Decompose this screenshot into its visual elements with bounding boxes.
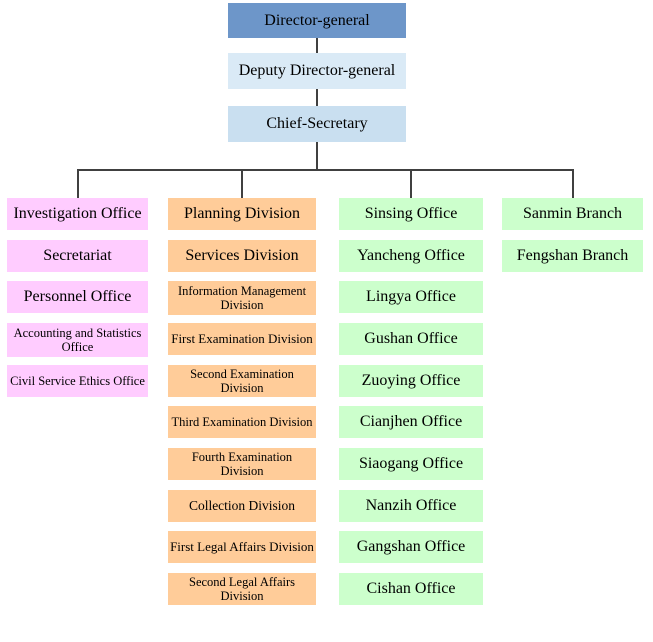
org-box-fengshan-branch: Fengshan Branch [502,240,643,272]
org-box-second-legal-affairs-division: Second Legal Affairs Division [168,573,316,605]
org-box-lingya-office: Lingya Office [339,281,483,313]
org-box-civil-service-ethics-office: Civil Service Ethics Office [7,365,148,397]
org-box-cianjhen-office: Cianjhen Office [339,406,483,438]
org-box-first-examination-division: First Examination Division [168,323,316,355]
org-box-nanzih-office: Nanzih Office [339,490,483,522]
org-box-sanmin-branch: Sanmin Branch [502,198,643,230]
org-box-investigation-office: Investigation Office [7,198,148,230]
org-box-fourth-examination-division: Fourth Examination Division [168,448,316,480]
box-deputy-director-general: Deputy Director-general [228,53,406,89]
box-chief-secretary: Chief-Secretary [228,106,406,142]
org-box-information-management-division: Information Management Division [168,281,316,315]
org-box-personnel-office: Personnel Office [7,281,148,313]
connector-cs-to-bus [316,142,318,169]
org-box-sinsing-office: Sinsing Office [339,198,483,230]
org-box-zuoying-office: Zuoying Office [339,365,483,397]
connector-dg-to-deputy [316,38,318,53]
org-box-secretariat: Secretariat [7,240,148,272]
connector-horizontal-bus [77,169,573,171]
org-box-first-legal-affairs-division: First Legal Affairs Division [168,531,316,563]
org-box-gushan-office: Gushan Office [339,323,483,355]
connector-drop-col2 [241,169,243,198]
org-box-second-examination-division: Second Examination Division [168,365,316,397]
box-director-general: Director-general [228,3,406,38]
org-box-gangshan-office: Gangshan Office [339,531,483,563]
connector-drop-col3 [410,169,412,198]
connector-deputy-to-cs [316,89,318,106]
org-box-yancheng-office: Yancheng Office [339,240,483,272]
org-box-siaogang-office: Siaogang Office [339,448,483,480]
org-box-third-examination-division: Third Examination Division [168,406,316,438]
org-box-cishan-office: Cishan Office [339,573,483,605]
org-box-accounting-statistics-office: Accounting and Statistics Office [7,323,148,357]
org-box-planning-division: Planning Division [168,198,316,230]
connector-drop-col1 [77,169,79,198]
org-box-collection-division: Collection Division [168,490,316,522]
org-box-services-division: Services Division [168,240,316,272]
connector-drop-col4 [572,169,574,198]
